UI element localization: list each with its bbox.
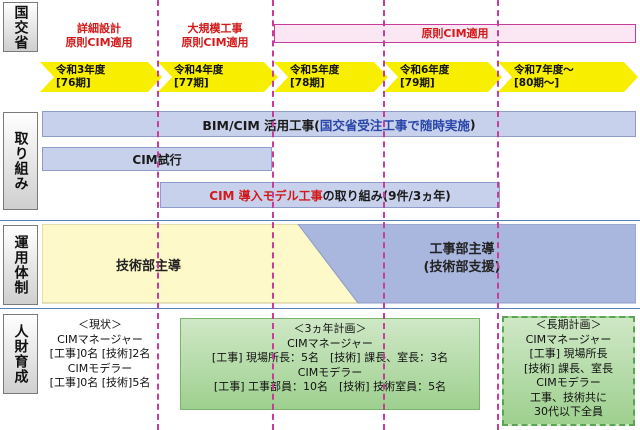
phase-large-scale: 大規模工事 原則CIM適用	[181, 22, 249, 49]
phase-detailed-design: 詳細設計 原則CIM適用	[65, 22, 133, 49]
year-chevron-r6: 令和6年度[79期]	[384, 62, 502, 92]
side-label-operation: 運用体制	[3, 225, 38, 305]
side-label-initiatives: 取り組み	[3, 112, 38, 210]
construction-dept-area	[297, 224, 636, 304]
separator-line	[0, 308, 640, 309]
model-construction-bar: CIM 導入モデル工事の取り組み(9件/3ヵ年)	[160, 182, 500, 208]
year-divider	[497, 0, 499, 430]
side-label-ministry: 国交省	[3, 2, 38, 52]
hr-long-term-plan: ＜長期計画＞ CIMマネージャー [工事] 現場所長 [技術] 課長、室長 CI…	[523, 318, 614, 418]
bim-cim-bar: BIM/CIM 活用工事(国交省受注工事で随時実施)	[42, 111, 636, 137]
year-chevron-r5: 令和5年度[78期]	[274, 62, 388, 92]
separator-line	[0, 220, 640, 221]
year-chevron-r3: 令和3年度[76期]	[40, 62, 162, 92]
year-divider	[272, 0, 274, 430]
hr-three-year-plan: ＜3ヵ年計画＞ CIMマネージャー [工事] 現場所長：5名 [技術] 課長、室…	[211, 322, 449, 393]
construction-dept-lead-label: 工事部主導 (技術部支援)	[423, 242, 501, 275]
year-divider	[157, 0, 159, 430]
hr-long-term-plan-box	[502, 316, 635, 426]
operation-structure-diagram	[42, 224, 636, 304]
year-chevron-r7: 令和7年度～[80期～]	[498, 62, 638, 92]
tech-dept-lead-label: 技術部主導	[116, 259, 182, 274]
hr-current-status: ＜現状＞ CIMマネージャー [工事]0名 [技術]2名 CIMモデラー [工事…	[49, 318, 151, 389]
phase-general-cim: 原則CIM適用	[274, 24, 636, 43]
hr-three-year-plan-box	[180, 318, 480, 410]
year-divider	[383, 0, 385, 430]
year-chevron-r4: 令和4年度[77期]	[158, 62, 278, 92]
side-label-hr: 人財育成	[3, 314, 38, 394]
